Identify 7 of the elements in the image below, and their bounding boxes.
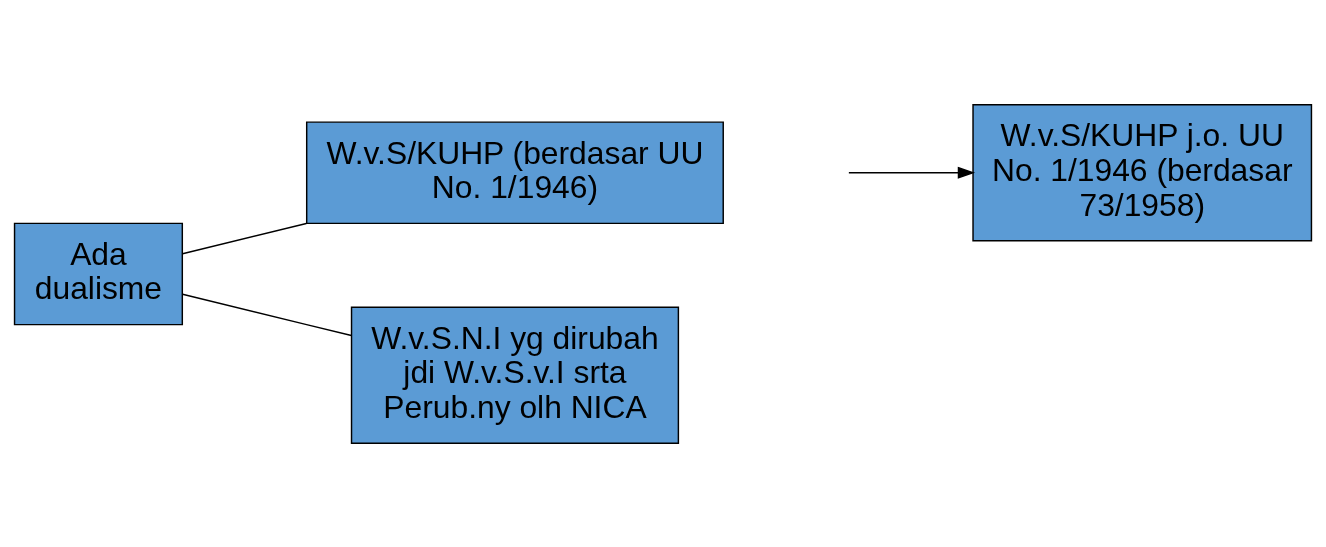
node-box: W.v.S/KUHP j.o. UU No. 1/1946 (berdasar 73/1958)	[972, 103, 1313, 241]
connector	[181, 293, 353, 336]
connector	[181, 222, 308, 254]
node-box: W.v.S.N.I yg dirubah jdi W.v.S.v.I srta Perub.ny olh NICA	[350, 306, 680, 444]
node-box: W.v.S/KUHP (berdasar UU No. 1/1946)	[305, 120, 724, 224]
arrow	[848, 166, 976, 179]
node-box: Ada dualisme	[13, 222, 184, 325]
